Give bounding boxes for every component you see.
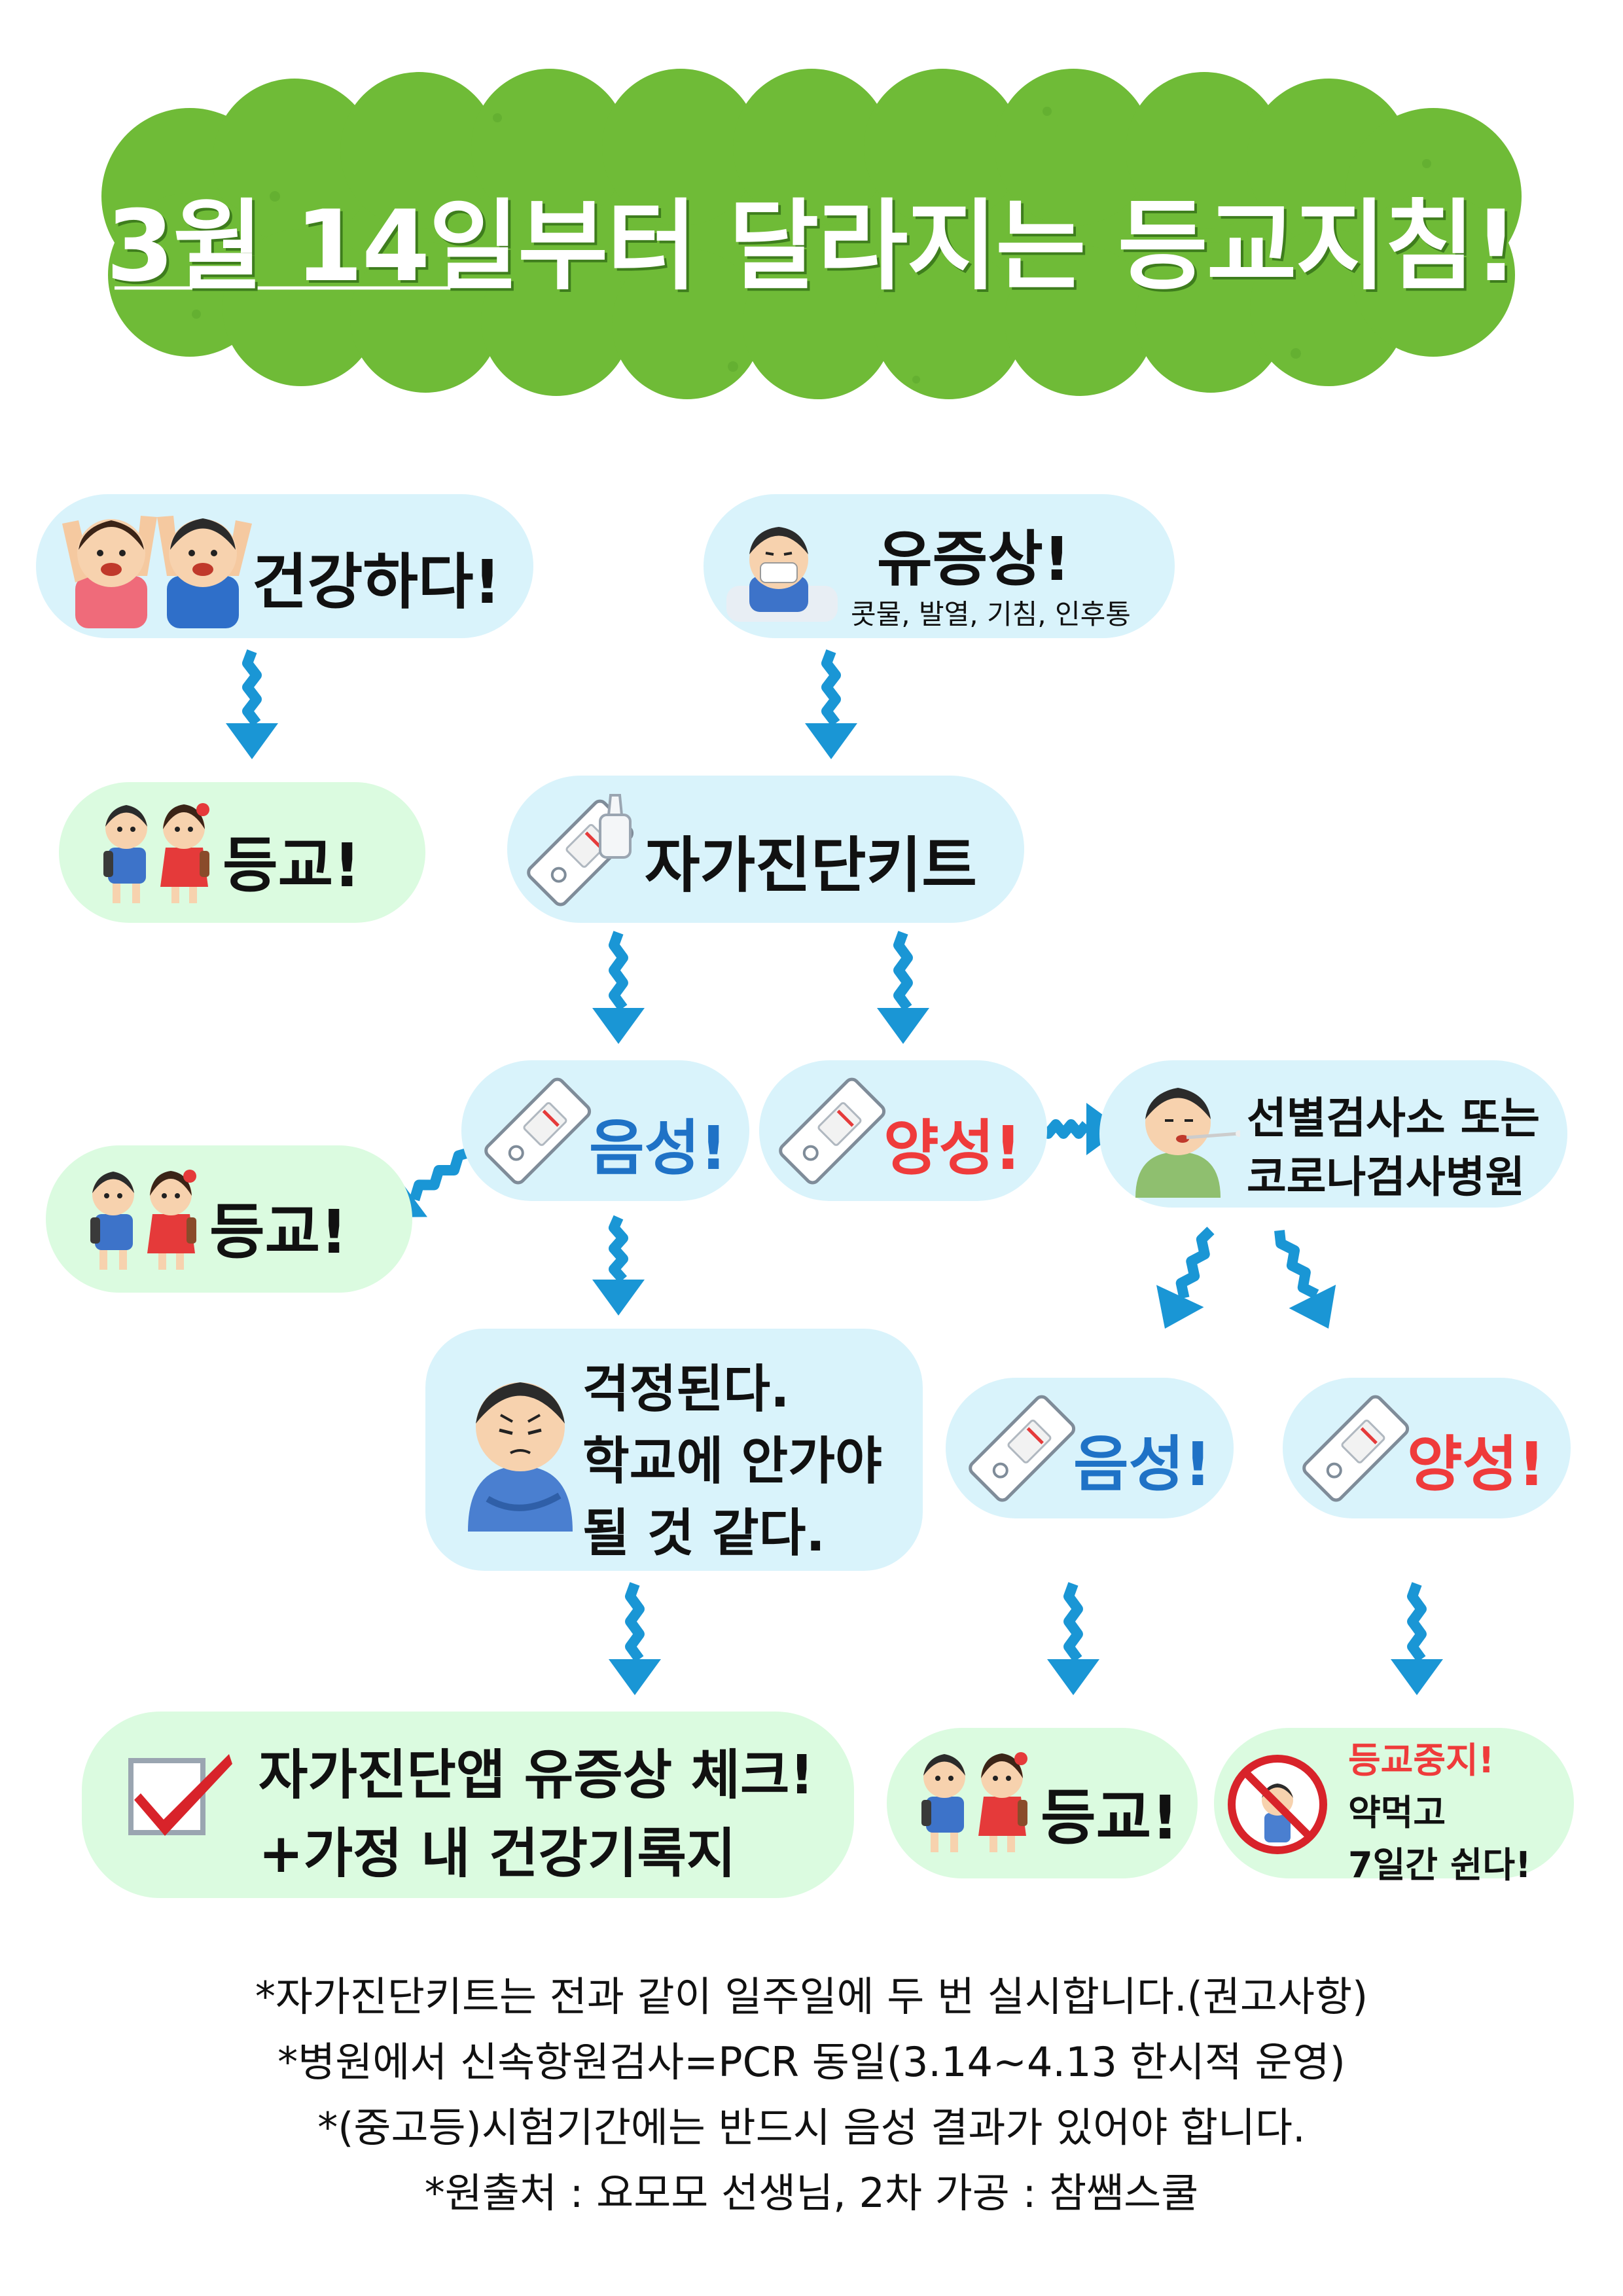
screening-label-line1: 선별검사소 또는 (1247, 1093, 1541, 1143)
symptoms-sublabel: 콧물, 발열, 기침, 인후통 (851, 598, 1131, 630)
school-kids-icon (921, 1752, 1027, 1852)
attend-label-2: 등교! (209, 1197, 348, 1267)
screening-label-line2: 코로나검사병원 (1247, 1152, 1525, 1202)
attend-label-3: 등교! (1041, 1783, 1179, 1853)
swab-test-man-icon (1135, 1088, 1240, 1198)
worried-boy-icon (468, 1382, 573, 1532)
negative-label-1: 음성! (589, 1113, 728, 1183)
positive-label-2: 양성! (1407, 1429, 1546, 1499)
worried-label-line2: 학교에 안가야 (582, 1432, 882, 1491)
arrow-kit-to-positive (877, 931, 929, 1044)
footnote-4: *원출처 : 요모모 선생님, 2차 가공 : 참쌤스쿨 (424, 2169, 1199, 2217)
page-title: 3월 14일부터 달라지는 등교지침! (105, 190, 1518, 304)
footnote-2: *병원에서 신속항원검사=PCR 동일(3.14~4.13 한시적 운영) (277, 2038, 1346, 2086)
attend-label-1: 등교! (223, 831, 361, 901)
arrow-screening-to-positive (1274, 1230, 1336, 1329)
arrow-worried-to-app (609, 1582, 661, 1695)
app-check-node (82, 1712, 854, 1898)
test-kit-positive-icon (1302, 1395, 1410, 1502)
stop-label-line3: 7일간 쉰다! (1348, 1844, 1531, 1886)
test-kit-negative-icon (969, 1395, 1076, 1502)
arrow-symptoms-to-kit (805, 649, 857, 759)
footnote-3: *(중고등)시험기간에는 반드시 음성 결과가 있어야 합니다. (317, 2104, 1306, 2151)
self-kit-label: 자가진단키트 (645, 831, 977, 901)
sick-child-icon (726, 527, 838, 622)
worried-label-line1: 걱정된다. (582, 1360, 790, 1419)
checkbox-icon (128, 1754, 232, 1836)
healthy-label: 건강하다! (252, 547, 501, 617)
stop-label-line1: 등교중지! (1348, 1740, 1495, 1781)
title-banner (101, 69, 1522, 399)
footnote-1: *자가진단키트는 전과 같이 일주일에 두 번 실시합니다.(권고사항) (255, 1973, 1368, 2020)
arrow-positive-to-stop (1391, 1582, 1443, 1695)
arrow-screening-to-negative (1156, 1227, 1215, 1329)
school-kids-icon (90, 1170, 196, 1270)
school-kids-icon (103, 803, 209, 903)
negative-label-2: 음성! (1073, 1429, 1212, 1499)
test-kit-positive-icon (779, 1077, 886, 1185)
arrow-negative-to-worried (592, 1215, 645, 1316)
positive-label-1: 양성! (883, 1113, 1022, 1183)
arrow-healthy-to-attend (226, 649, 278, 759)
no-entry-icon (1228, 1755, 1327, 1854)
app-check-label-line1: 자가진단앱 유증상 체크! (259, 1744, 814, 1806)
worried-label-line3: 될 것 같다. (582, 1504, 825, 1563)
cheering-kids-icon (62, 516, 252, 628)
arrow-kit-to-negative (592, 931, 645, 1044)
dropper-bottle-icon (599, 794, 632, 859)
symptoms-label: 유증상! (877, 524, 1071, 594)
app-check-label-line2: +가정 내 건강기록지 (259, 1823, 736, 1885)
test-kit-negative-icon (484, 1077, 592, 1185)
arrow-negative-to-attend-2 (1047, 1582, 1099, 1695)
stop-label-line2: 약먹고 (1348, 1792, 1446, 1833)
